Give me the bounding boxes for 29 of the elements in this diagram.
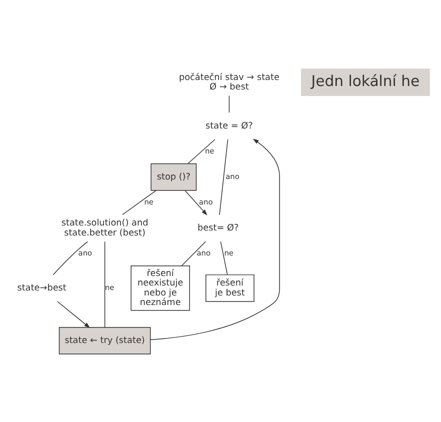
edge-label: ano [78,248,92,258]
node-text: state→best [17,282,66,293]
arrow [184,190,208,215]
node-box: stop ()? [150,162,197,190]
connector [122,190,156,215]
connector [52,240,88,275]
node-box: Jedn lokální he [301,68,430,96]
connector [104,240,106,328]
node-box: řešení je best [206,274,254,302]
connector [220,240,228,275]
arrow [150,138,280,340]
connector [181,240,206,266]
node-box: state ← try (state) [58,326,151,354]
node-text: best= Ø? [198,222,239,233]
connector [219,138,228,215]
edge-label: ano [199,196,213,206]
node-text: počáteční stav → state Ø → best [178,72,280,92]
node-text: state.solution() and state.better (best) [61,218,148,238]
edge-label: ne [144,196,154,206]
edge-label: ano [226,171,240,180]
edge-label: ne [105,282,114,292]
connector [228,94,230,112]
node-box: řešení neexistuje nebo je neznáme [130,265,190,310]
edge-label: ne [224,248,234,258]
edge-label: ano [196,248,211,258]
arrow [57,300,90,328]
node-text: state = Ø? [206,120,253,131]
connector [188,138,216,164]
edge-label: ne [204,146,214,155]
